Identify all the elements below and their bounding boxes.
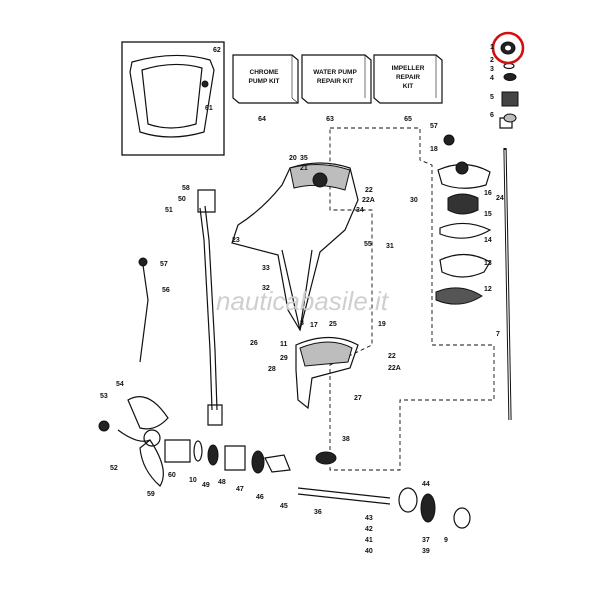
callout-label: 7 bbox=[496, 331, 500, 338]
water-pump-parts bbox=[435, 134, 492, 305]
callout-label: 3 bbox=[490, 66, 494, 73]
callout-label: 22A bbox=[388, 365, 401, 372]
propeller bbox=[98, 396, 169, 487]
callout-label: 6 bbox=[490, 112, 494, 119]
callout-label: 36 bbox=[314, 509, 322, 516]
callout-label: 17 bbox=[310, 322, 318, 329]
callout-label: 45 bbox=[280, 503, 288, 510]
watermark-text: nauticabasile.it bbox=[216, 286, 390, 316]
callout-label: 30 bbox=[410, 197, 418, 204]
callout-label: 54 bbox=[116, 381, 124, 388]
callout-label: 31 bbox=[386, 243, 394, 250]
callout-label: 18 bbox=[430, 146, 438, 153]
callout-label: 37 bbox=[422, 537, 430, 544]
callout-label: 32 bbox=[262, 285, 270, 292]
callout-label: 33 bbox=[262, 265, 270, 272]
kit-chrome-line2: PUMP KIT bbox=[249, 78, 280, 85]
kit-chrome-number: 64 bbox=[258, 116, 266, 123]
callout-label: 47 bbox=[236, 486, 244, 493]
callout-label: 58 bbox=[182, 185, 190, 192]
callout-label: 35 bbox=[300, 155, 308, 162]
callout-label: 41 bbox=[365, 537, 373, 544]
callout-label: 39 bbox=[422, 548, 430, 555]
callout-label: 62 bbox=[213, 47, 221, 54]
kit-box-chrome-pump bbox=[232, 54, 299, 104]
kit-impeller-number: 65 bbox=[404, 116, 412, 123]
callout-label: 25 bbox=[329, 321, 337, 328]
callout-label: 24 bbox=[496, 195, 504, 202]
kit-impeller-line2: REPAIR bbox=[396, 74, 420, 81]
drive-shaft bbox=[499, 117, 513, 421]
callout-label: 13 bbox=[484, 260, 492, 267]
callout-label: 53 bbox=[100, 393, 108, 400]
callout-label: 34 bbox=[356, 207, 364, 214]
callout-label: 59 bbox=[147, 491, 155, 498]
callout-label: 8 bbox=[300, 320, 304, 327]
callout-label: 38 bbox=[342, 436, 350, 443]
callout-label: 51 bbox=[165, 207, 173, 214]
callout-label: 15 bbox=[484, 211, 492, 218]
callout-label: 22 bbox=[365, 187, 373, 194]
kit-dashed-boundary bbox=[329, 127, 495, 471]
callout-label: 1 bbox=[490, 44, 494, 51]
callout-label: 4 bbox=[490, 75, 494, 82]
callout-label: 50 bbox=[178, 196, 186, 203]
callout-label: 44 bbox=[422, 481, 430, 488]
callout-label: 60 bbox=[168, 472, 176, 479]
kit-waterpump-line2: REPAIR KIT bbox=[317, 78, 353, 85]
gearcase-housing bbox=[231, 162, 359, 332]
highlight-ring bbox=[491, 31, 525, 65]
kit-impeller-line1: IMPELLER bbox=[392, 65, 425, 72]
seal-stack bbox=[500, 41, 519, 123]
callout-label: 20 bbox=[289, 155, 297, 162]
callout-label: 29 bbox=[280, 355, 288, 362]
kit-impeller-line3: KIT bbox=[403, 83, 414, 90]
lower-skeg-housing bbox=[295, 336, 359, 410]
callout-label: 49 bbox=[202, 482, 210, 489]
callout-label: 52 bbox=[110, 465, 118, 472]
kit-chrome-line1: CHROME bbox=[250, 69, 280, 76]
kit-box-impeller bbox=[373, 54, 443, 104]
callout-label: 11 bbox=[280, 341, 288, 348]
prop-shaft-components bbox=[164, 439, 471, 529]
callout-label: 57 bbox=[430, 123, 438, 130]
callout-label: 14 bbox=[484, 237, 492, 244]
callout-label: 22A bbox=[362, 197, 375, 204]
callout-label: 28 bbox=[268, 366, 276, 373]
callout-label: 27 bbox=[354, 395, 362, 402]
callout-label: 42 bbox=[365, 526, 373, 533]
kit-waterpump-number: 63 bbox=[326, 116, 334, 123]
kit-waterpump-line1: WATER PUMP bbox=[313, 69, 357, 76]
callout-label: 46 bbox=[256, 494, 264, 501]
callout-label: 12 bbox=[484, 286, 492, 293]
callout-label: 40 bbox=[365, 548, 373, 555]
callout-label: 26 bbox=[250, 340, 258, 347]
callout-label: 9 bbox=[444, 537, 448, 544]
callout-label: 19 bbox=[378, 321, 386, 328]
kit-box-water-pump bbox=[301, 54, 372, 104]
callout-label: 57 bbox=[160, 261, 168, 268]
callout-label: 2 bbox=[490, 57, 494, 64]
rod-56 bbox=[138, 257, 149, 363]
inset-cover-box bbox=[121, 41, 225, 156]
callout-label: 55 bbox=[364, 241, 372, 248]
callout-label: 23 bbox=[232, 237, 240, 244]
callout-label: 5 bbox=[490, 94, 494, 101]
callout-label: 21 bbox=[300, 165, 308, 172]
callout-label: 43 bbox=[365, 515, 373, 522]
shift-rod bbox=[197, 189, 223, 426]
callout-label: 10 bbox=[189, 477, 197, 484]
callout-label: 22 bbox=[388, 353, 396, 360]
callout-label: 61 bbox=[205, 105, 213, 112]
callout-label: 16 bbox=[484, 190, 492, 197]
callout-label: 48 bbox=[218, 479, 226, 486]
callout-label: 56 bbox=[162, 287, 170, 294]
